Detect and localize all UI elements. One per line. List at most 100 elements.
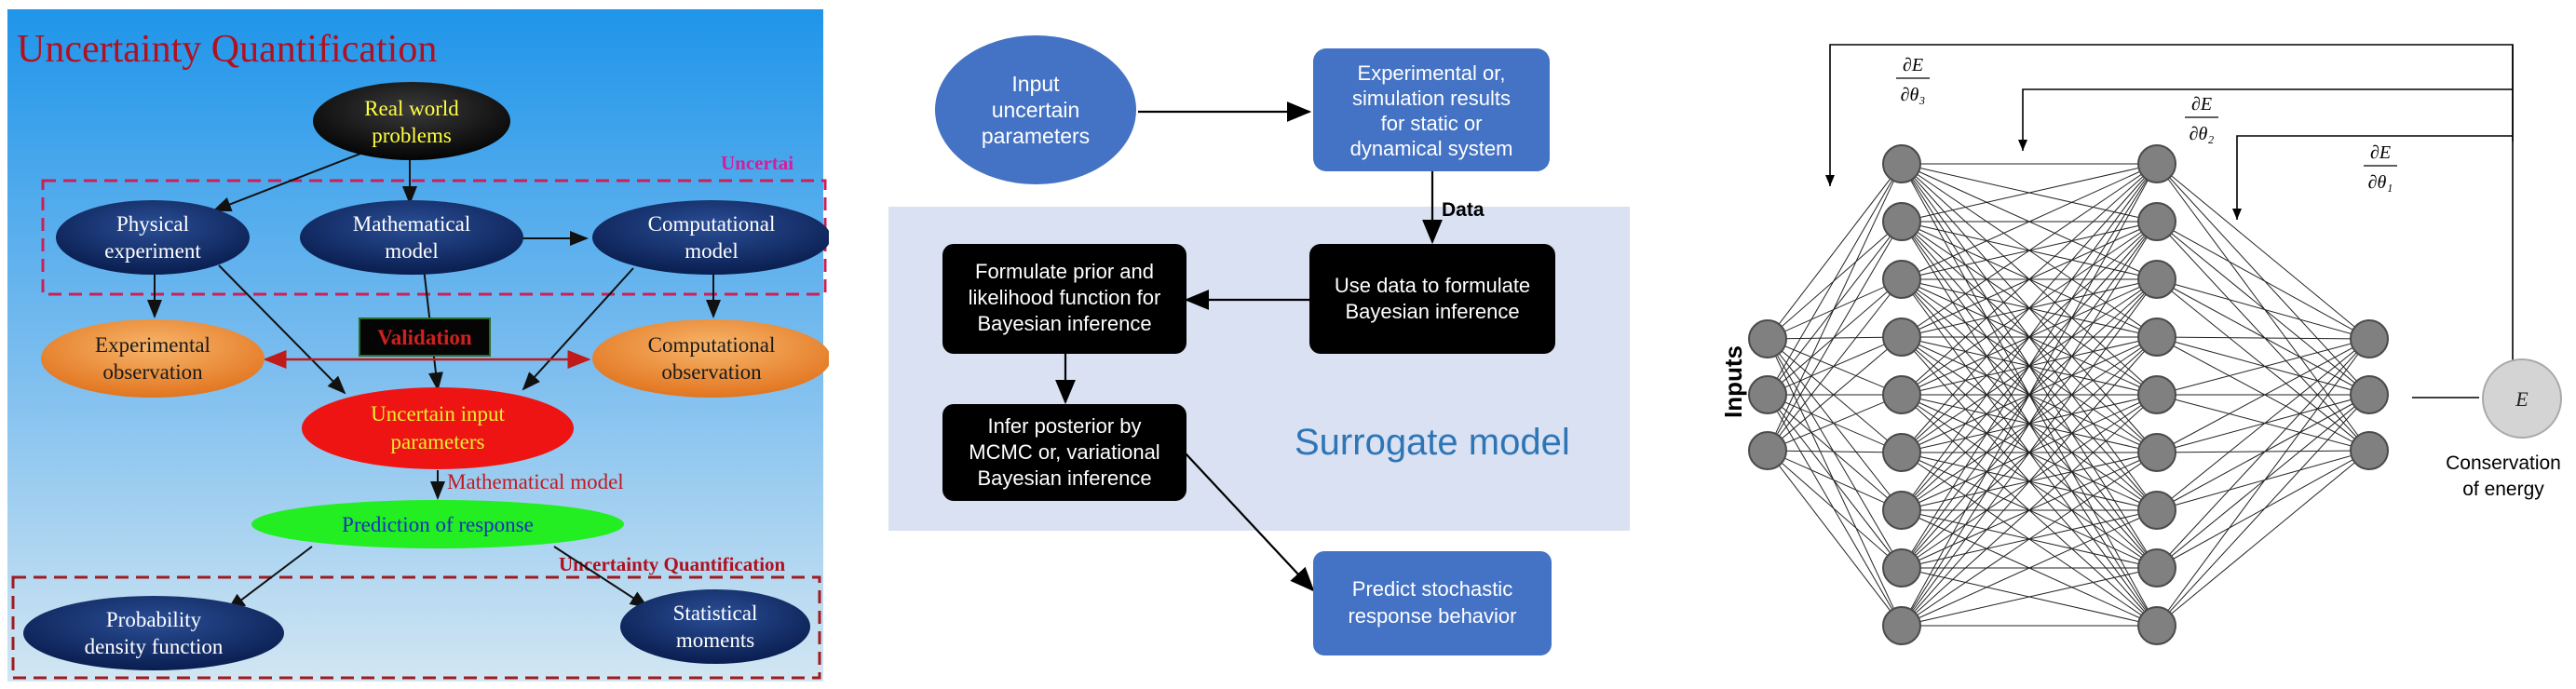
svg-text:Formulate prior and: Formulate prior and	[975, 260, 1154, 283]
network-edge	[2156, 450, 2370, 453]
uncertainty-label: Uncertai	[721, 152, 793, 174]
svg-text:∂E: ∂E	[1903, 55, 1923, 75]
network-edge	[2156, 450, 2370, 511]
uncertainty-dashed-box	[41, 179, 827, 296]
svg-text:Computational: Computational	[648, 333, 776, 357]
svg-text:simulation results: simulation results	[1352, 87, 1511, 110]
network-node-layer-4	[2350, 375, 2389, 414]
network-edge	[1901, 278, 2158, 627]
network-edge	[1767, 394, 1903, 627]
svg-text:experiment: experiment	[104, 239, 201, 263]
svg-text:∂E: ∂E	[2191, 94, 2212, 115]
network-edge	[1901, 509, 2158, 627]
network-edge	[2156, 394, 2370, 452]
bayesian-flowchart-panel: Surrogate model Data Input uncertain par…	[875, 0, 1648, 689]
conservation-label: Conservation	[2446, 453, 2561, 474]
network-node-layer-2	[1882, 491, 1921, 530]
network-edge	[1901, 163, 2158, 280]
network-edge	[2156, 278, 2370, 340]
svg-text:Physical: Physical	[116, 212, 189, 236]
network-edge	[1901, 163, 2158, 569]
data-label: Data	[1442, 199, 1485, 221]
predict-stochastic-box: Predict stochastic response behavior	[1313, 551, 1552, 655]
network-edge	[1767, 394, 1903, 453]
network-edge	[1767, 278, 1903, 396]
network-edge	[1901, 336, 2158, 627]
uq-diagram: Uncertainty Quantification Uncertai Unce…	[7, 9, 829, 682]
svg-text:MCMC or, variational: MCMC or, variational	[969, 440, 1159, 464]
network-node-layer-1	[1748, 431, 1787, 470]
svg-text:density function: density function	[85, 635, 224, 658]
network-edge	[1767, 338, 1903, 627]
network-node-layer-2	[1882, 317, 1921, 357]
network-edge	[2156, 338, 2370, 627]
network-edge	[2156, 394, 2370, 627]
network-node-layer-2	[1882, 260, 1921, 299]
svg-text:problems: problems	[372, 124, 452, 147]
svg-text:Prediction of response: Prediction of response	[342, 513, 534, 536]
network-node-layer-3	[2137, 433, 2176, 472]
svg-text:∂θ₃: ∂θ₃	[1901, 85, 1926, 105]
network-edge	[1767, 394, 1903, 569]
real-world-node: Real world problems	[313, 82, 510, 160]
network-edge	[1901, 221, 2158, 627]
svg-text:dynamical system: dynamical system	[1350, 137, 1513, 160]
network-node-layer-3	[2137, 606, 2176, 645]
network-edge	[1767, 338, 1903, 453]
svg-text:observation: observation	[661, 360, 762, 384]
network-edge	[1767, 450, 1903, 511]
svg-text:parameters: parameters	[391, 430, 485, 453]
svg-text:parameters: parameters	[982, 124, 1090, 148]
gradient-theta3: ∂E ∂θ₃	[1896, 55, 1930, 105]
formulate-prior-box: Formulate prior and likelihood function …	[942, 244, 1186, 354]
network-node-layer-2	[1882, 548, 1921, 588]
network-edge	[2156, 278, 2370, 452]
svg-text:Statistical: Statistical	[673, 601, 758, 625]
network-edge	[1901, 163, 2158, 223]
network-node-layer-2	[1882, 144, 1921, 183]
network-node-layer-1	[1748, 375, 1787, 414]
network-edge	[1767, 336, 1903, 452]
svg-text:observation: observation	[102, 360, 203, 384]
svg-text:uncertain: uncertain	[992, 98, 1080, 122]
network-node-layer-2	[1882, 606, 1921, 645]
network-edge	[1767, 221, 1903, 452]
network-node-layer-2	[1882, 202, 1921, 241]
network-edge	[1767, 394, 1903, 511]
network-edge	[2156, 163, 2370, 396]
svg-text:likelihood function for: likelihood function for	[969, 286, 1161, 309]
network-edge	[2156, 336, 2370, 340]
uq-label: Uncertainty Quantification	[559, 553, 786, 575]
network-edge	[2156, 221, 2370, 340]
network-edge	[2156, 338, 2370, 453]
inputs-label: Inputs	[1719, 345, 1747, 418]
network-node-layer-3	[2137, 202, 2176, 241]
svg-text:model: model	[385, 239, 439, 263]
svg-text:Real world: Real world	[364, 97, 459, 120]
network-node-layer-3	[2137, 317, 2176, 357]
svg-text:Bayesian inference: Bayesian inference	[1345, 300, 1519, 323]
network-edge	[2156, 394, 2370, 511]
svg-text:Experimental: Experimental	[95, 333, 210, 357]
svg-text:for static or: for static or	[1381, 112, 1483, 135]
network-node-layer-4	[2350, 431, 2389, 470]
svg-text:Computational: Computational	[648, 212, 776, 236]
network-edge	[2156, 336, 2370, 396]
network-edge	[1901, 567, 2158, 627]
network-edge	[1767, 221, 1903, 340]
svg-text:∂E: ∂E	[2370, 142, 2391, 163]
experimental-observation-node: Experimental observation	[41, 319, 264, 398]
use-data-box: Use data to formulate Bayesian inference	[1309, 244, 1555, 354]
svg-text:E: E	[2515, 387, 2529, 411]
pdf-node: Probability density function	[23, 596, 284, 670]
network-node-layer-3	[2137, 375, 2176, 414]
network-edge	[2156, 450, 2370, 627]
network-node-layer-3	[2137, 144, 2176, 183]
physical-experiment-node: Physical experiment	[56, 200, 250, 275]
network-edge	[2156, 338, 2370, 396]
uncertain-input-node: Uncertain input parameters	[302, 387, 574, 469]
svg-text:Input: Input	[1011, 72, 1060, 96]
experimental-results-box: Experimental or, simulation results for …	[1313, 48, 1550, 171]
neural-network-diagram: E Conservation of energy Inputs ∂E ∂θ₃ ∂…	[1719, 44, 2562, 645]
statistical-moments-node: Statistical moments	[620, 589, 810, 664]
